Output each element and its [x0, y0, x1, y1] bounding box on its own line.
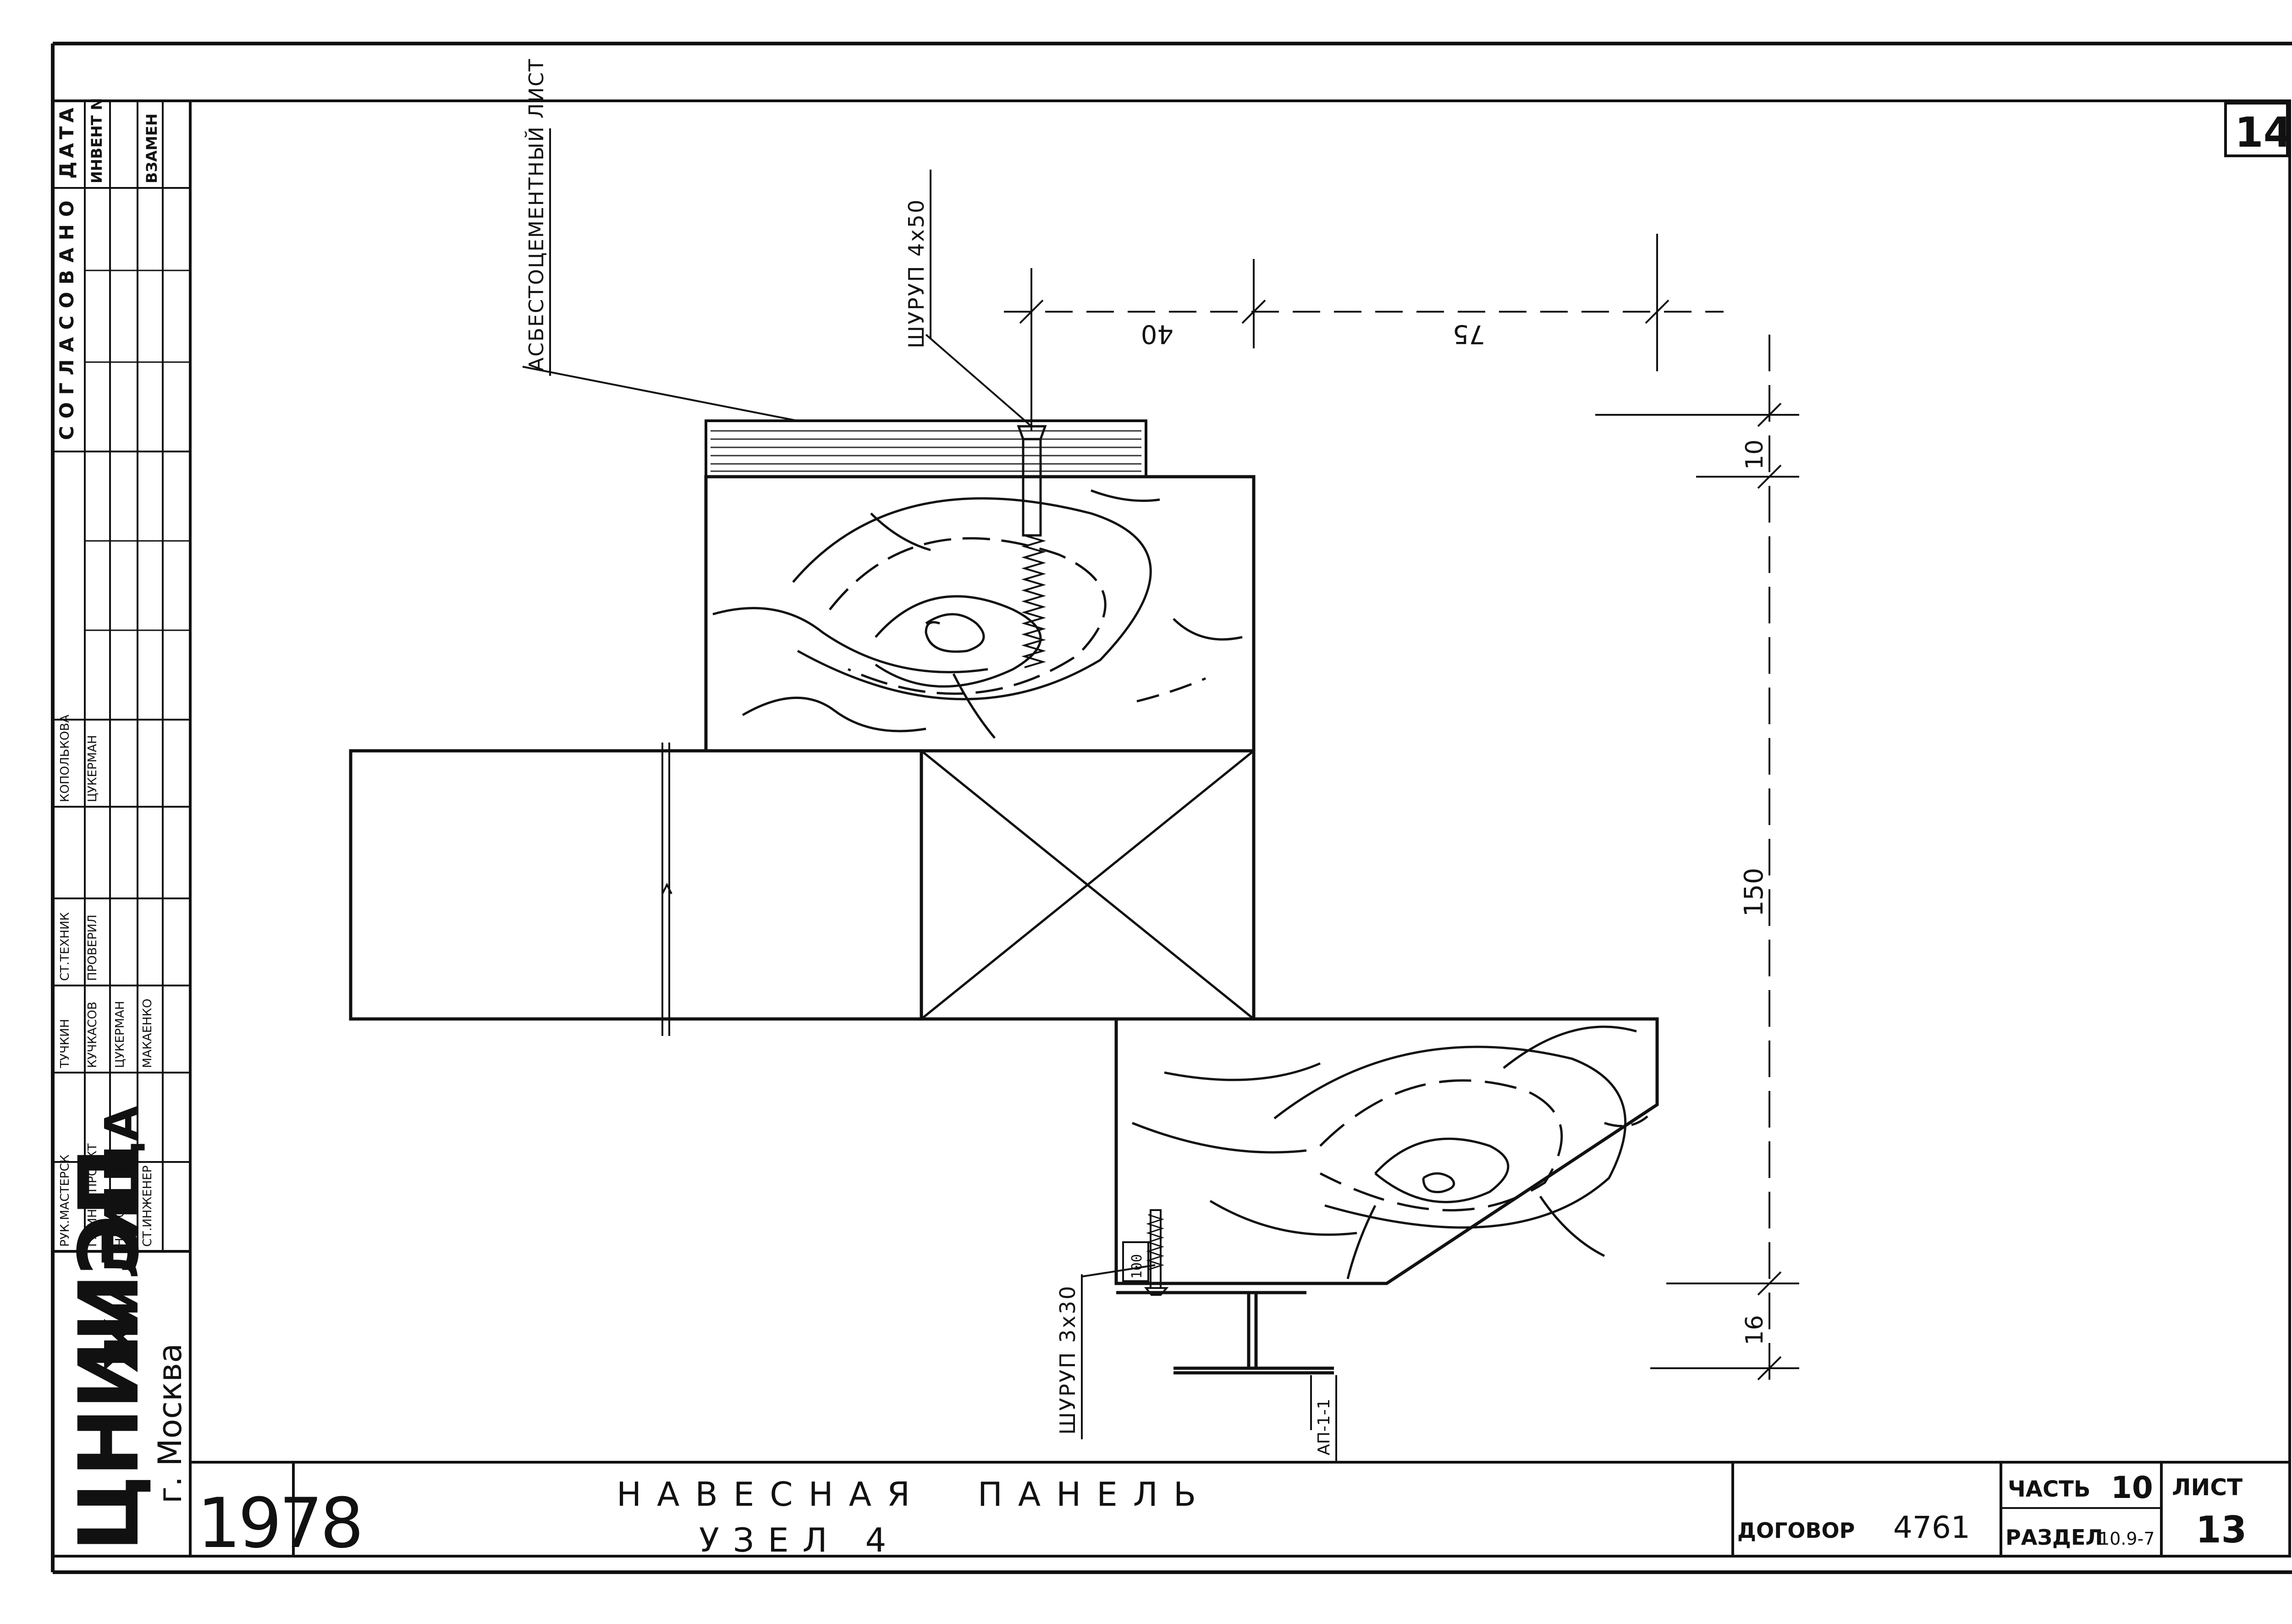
replace-label: ВЗАМЕН [143, 114, 160, 183]
signature-name: ТУЧКИН [58, 1019, 72, 1068]
cross-section-box [920, 749, 1256, 1021]
middle-panel [349, 749, 923, 1021]
inventory-number-label: ИНВЕНТ N [88, 98, 105, 183]
signature-name: ЦУКЕРМАН [86, 735, 99, 802]
profile-label: АП-1-1 [1315, 1399, 1333, 1456]
sheet-frame [51, 42, 2292, 1574]
left-stamp-strip: СОГЛАСОВАНО ДАТА ИНВЕНТ N ВЗАМЕН РУК.МАС… [53, 98, 190, 1552]
signature-name: ЦУКЕРМАН [113, 1001, 127, 1068]
asbestos-cement-sheet [705, 419, 1147, 478]
lower-timber-block [1114, 1017, 1659, 1285]
corner-number: 14 [2235, 109, 2292, 157]
organization-short-name: ЦНИИЭП [61, 1149, 157, 1552]
signature-block: РУК.МАСТЕРСК ТУЧКИН ГЛ.ИНЖ.ПРОЕКТ КУЧКАСОВ Н… [58, 715, 154, 1247]
signature-role: ПРОВЕРИЛ [86, 914, 99, 981]
upper-wood-grain [712, 489, 1243, 739]
leader-lines [522, 334, 1312, 1430]
lower-wood-grain [1132, 1025, 1651, 1279]
break-line [661, 743, 672, 1036]
organization-name-rest: ЖИЛИЩА [95, 1106, 149, 1373]
date-label: ДАТА [55, 104, 78, 179]
signature-role: РУК.МАСТЕРСК [58, 1155, 72, 1247]
steel-profile [1116, 1291, 1334, 1375]
corner-number-box: 14 [2224, 102, 2292, 157]
organization-city: г. Москва [151, 1343, 189, 1503]
contract-label: ДОГОВОР [1737, 1518, 1855, 1543]
agreed-label: СОГЛАСОВАНО [55, 193, 78, 440]
signature-name: МАКАЕНКО [141, 999, 154, 1068]
screw-4x50-label: ШУРУП 4х50 [904, 198, 929, 348]
part-label: ЧАСТЬ [2008, 1476, 2091, 1502]
dimension-chain-top [1004, 234, 1724, 431]
asbestos-hatching [711, 430, 1141, 472]
sheet-number: 13 [2196, 1508, 2247, 1551]
drawing-title-line1: НАВЕСНАЯ ПАНЕЛЬ [617, 1475, 1212, 1514]
asbestos-sheet-label: АСБЕСТОЦЕМЕНТНЫЙ ЛИСТ [524, 58, 548, 371]
screw-4x50 [1017, 425, 1047, 668]
drawing-title-line2: УЗЕЛ 4 [699, 1521, 900, 1559]
year: 1978 [197, 1484, 361, 1563]
signature-role: ГЛ.ИНЖ.ПРОЕКТ [86, 1143, 99, 1247]
screw-3x30: 100 [1122, 1209, 1169, 1296]
signature-role: СТ.ТЕХНИК [58, 912, 72, 981]
dim-40: 40 [1141, 319, 1174, 349]
signature-name: КУЧКАСОВ [86, 1002, 99, 1068]
dim-150: 150 [1739, 868, 1769, 917]
contract-number: 4761 [1893, 1510, 1970, 1545]
node-drawing: 100 АСБЕСТОЦЕМЕНТНЫЙ ЛИСТ ШУРУП 4х50 ШУР… [349, 58, 1799, 1462]
section-number: 10.9-7 [2099, 1529, 2155, 1549]
signature-name: КОПОЛЬКОВА [58, 715, 72, 802]
dimension-chain-right [1595, 335, 1799, 1381]
sheet-label: ЛИСТ [2172, 1474, 2242, 1501]
section-label: РАЗДЕЛ [2006, 1525, 2103, 1550]
signature-role: НАЧ.ОТД. [113, 1188, 127, 1247]
part-number: 10 [2111, 1470, 2153, 1505]
signature-role: СТ.ИНЖЕНЕР [141, 1166, 154, 1247]
screw-3x30-label: ШУРУП 3х30 [1055, 1285, 1080, 1435]
dim-16: 16 [1741, 1315, 1769, 1345]
dim-10: 10 [1741, 440, 1769, 470]
title-block: 1978 НАВЕСНАЯ ПАНЕЛЬ УЗЕЛ 4 ДОГОВОР 4761… [190, 1461, 2290, 1563]
dim-75: 75 [1453, 319, 1485, 349]
